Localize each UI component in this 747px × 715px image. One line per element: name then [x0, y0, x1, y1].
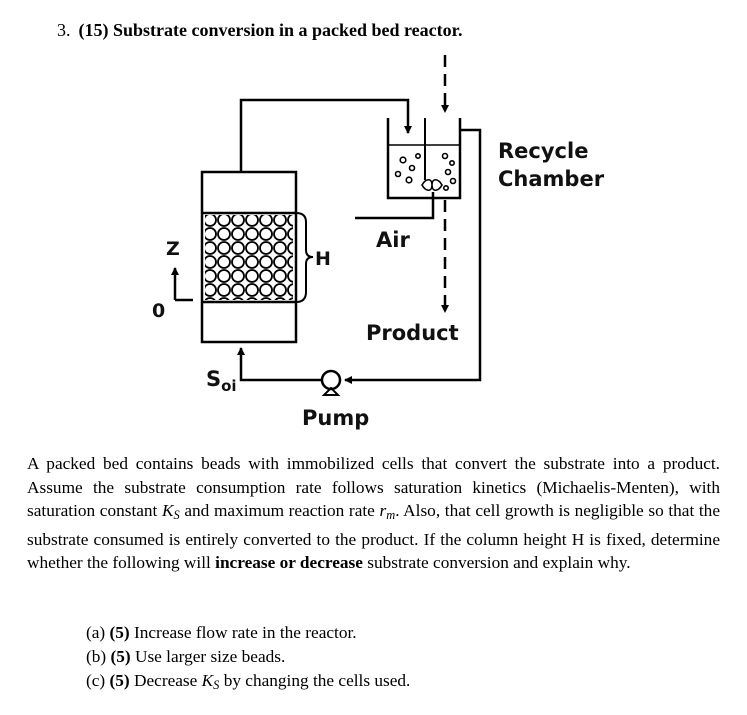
product-label: Product [366, 321, 459, 345]
pump-icon [320, 369, 342, 396]
z-label: Z [166, 238, 180, 260]
reactor-diagram: Recycle Chamber Air Product Pump Z 0 H S… [152, 55, 605, 430]
problem-heading: (15) Substrate conversion in a packed be… [78, 20, 463, 40]
inlet-substrate-label: Soi [206, 367, 237, 395]
recycle-chamber-label-2: Chamber [498, 167, 605, 191]
origin-label: 0 [152, 300, 165, 322]
inlet-line [237, 347, 322, 382]
problem-title: 3. (15) Substrate conversion in a packed … [57, 20, 463, 41]
height-label: H [315, 248, 331, 270]
part-c: (c) (5) Decrease KS by changing the cell… [86, 671, 411, 693]
part-b: (b) (5) Use larger size beads. [86, 647, 286, 666]
question-parts: (a) (5) Increase flow rate in the reacto… [86, 621, 410, 697]
recycle-chamber-label-1: Recycle [498, 139, 588, 163]
recycle-chamber [386, 118, 462, 200]
return-line [344, 128, 482, 384]
z-axis [171, 267, 193, 302]
problem-number: 3. [57, 20, 71, 40]
packed-bed-column [200, 170, 298, 344]
bead-packing [205, 215, 293, 300]
recycle-line [239, 98, 412, 172]
part-a: (a) (5) Increase flow rate in the reacto… [86, 623, 357, 642]
problem-statement: A packed bed contains beads with immobil… [27, 454, 720, 573]
air-line [355, 192, 435, 220]
air-label: Air [376, 228, 410, 252]
height-brace [295, 212, 314, 303]
pump-label: Pump [302, 406, 369, 430]
